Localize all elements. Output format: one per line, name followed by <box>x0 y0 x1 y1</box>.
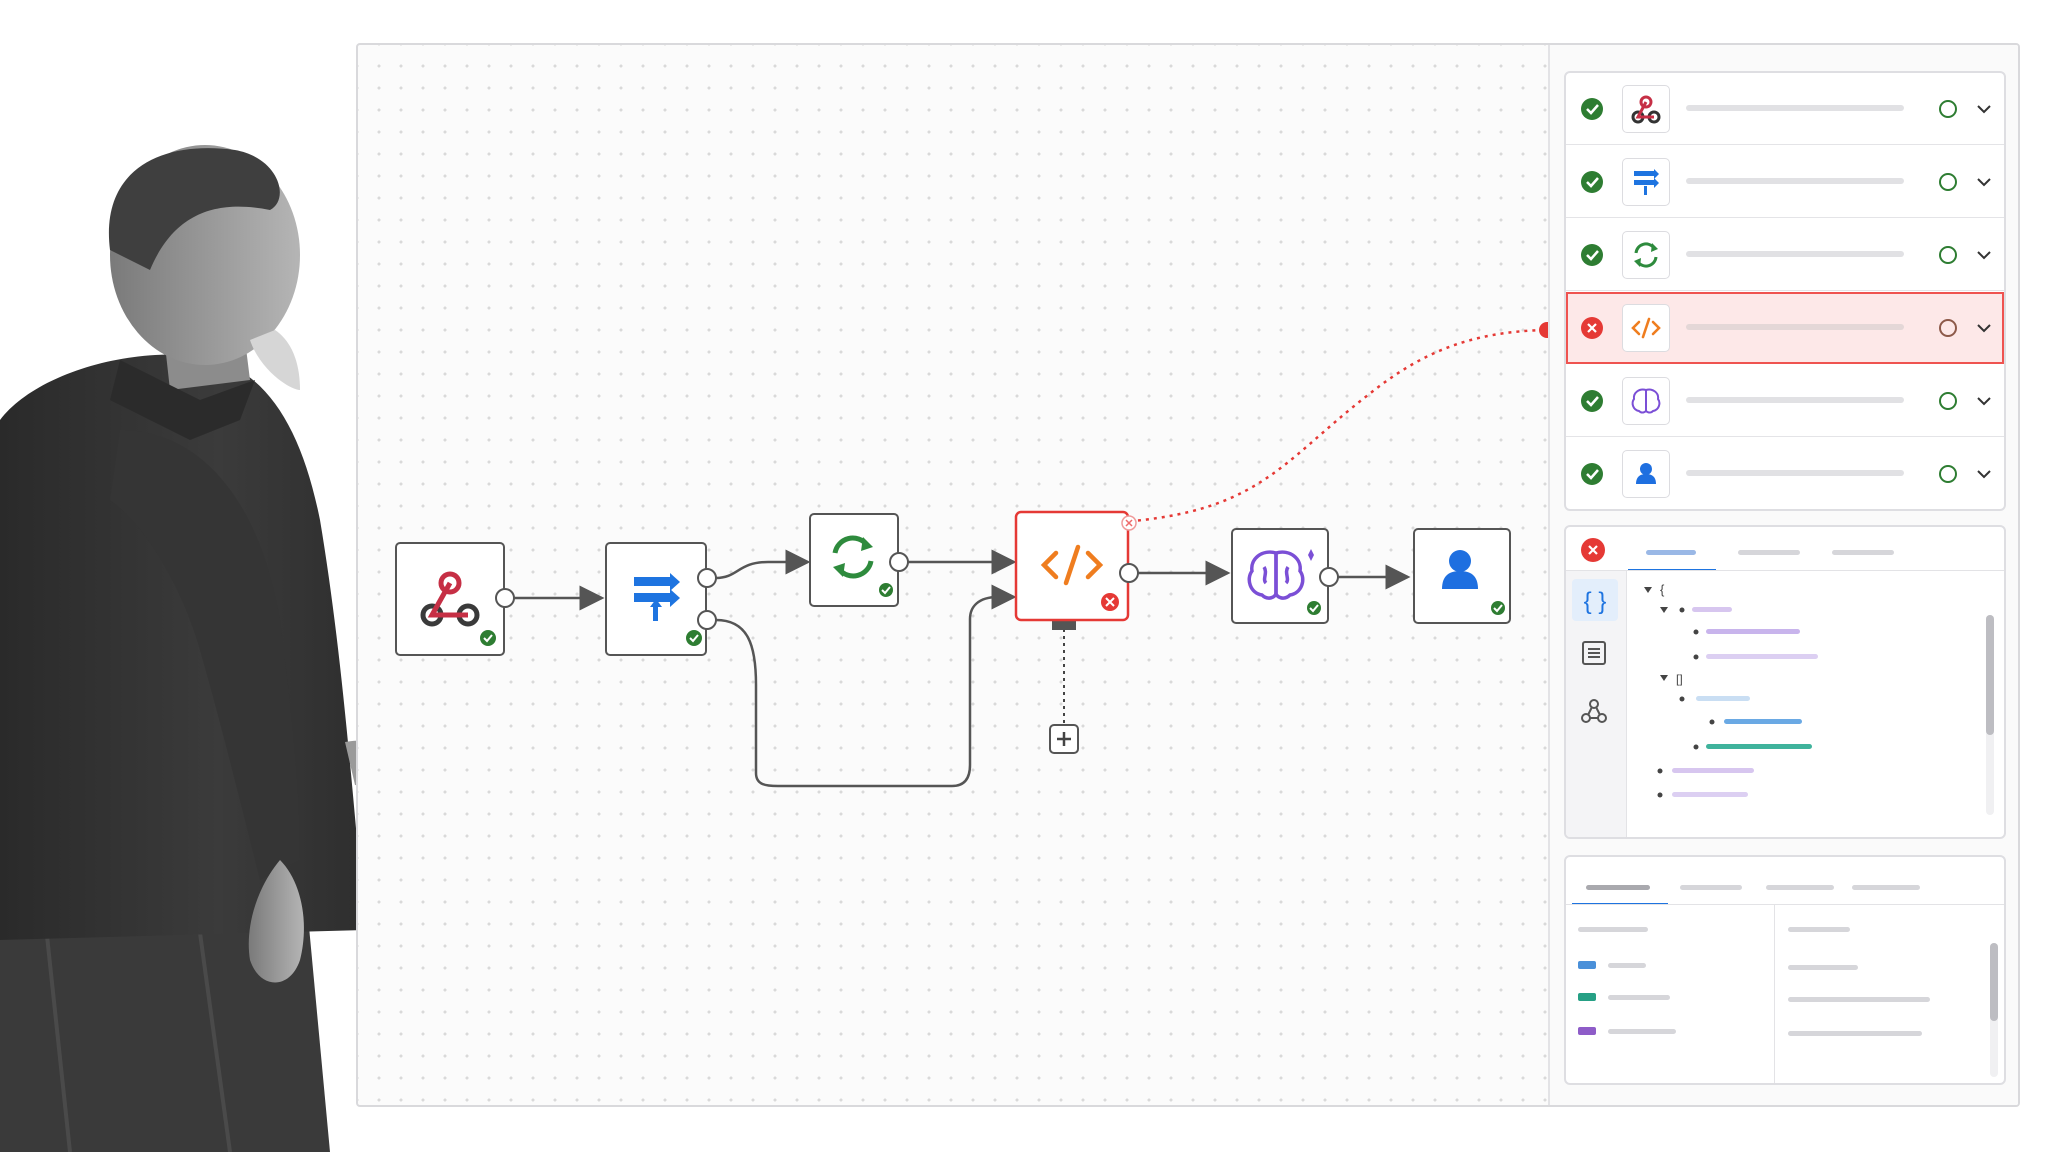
graph-view-button[interactable] <box>1580 697 1608 730</box>
error-link <box>1105 328 1549 525</box>
svg-text:{: { <box>1660 582 1665 597</box>
edge-filter-loop <box>715 549 811 580</box>
node-ai[interactable] <box>1231 528 1339 624</box>
view-switcher: { { } <box>1566 571 1627 837</box>
tab-history[interactable] <box>1848 871 1924 903</box>
output-port <box>495 588 515 608</box>
filter-route-icon <box>634 573 680 621</box>
filter-route-icon <box>1622 158 1670 206</box>
webhook-icon <box>420 571 480 627</box>
json-tree: { [] <box>1644 582 1994 815</box>
execution-row-filter[interactable] <box>1566 146 2004 218</box>
workflow-graph <box>395 322 1555 788</box>
code-output-port <box>1052 621 1076 630</box>
app-window: { { } { <box>356 43 2020 1107</box>
connections <box>506 549 1411 788</box>
tab-metrics[interactable] <box>1762 871 1834 903</box>
node-code[interactable] <box>1014 510 1139 622</box>
svg-text:[]: [] <box>1676 672 1683 686</box>
scrollbar-track[interactable] <box>1990 943 1998 1077</box>
scrollbar-thumb[interactable] <box>1990 943 1998 1021</box>
error-link-dot <box>1539 322 1555 338</box>
user-icon <box>1622 450 1670 498</box>
graph-icon <box>1581 699 1607 723</box>
side-panel: { { } { <box>1548 45 2018 1105</box>
code-icon <box>1040 544 1104 586</box>
ai-brain-icon <box>1247 549 1314 600</box>
tab-settings[interactable] <box>1828 547 1898 569</box>
tab-output[interactable] <box>1628 547 1716 571</box>
execution-row-code[interactable] <box>1566 292 2004 364</box>
person-photo <box>0 145 525 1152</box>
output-port-true <box>697 568 717 588</box>
node-user[interactable] <box>1413 528 1511 624</box>
execution-row-user[interactable] <box>1566 438 2004 509</box>
webhook-icon <box>1622 85 1670 133</box>
execution-list <box>1564 71 2006 511</box>
status-success-icon <box>480 630 496 646</box>
chevron-down-icon <box>1977 105 1991 114</box>
tab-logs[interactable] <box>1676 871 1746 903</box>
tab-input[interactable] <box>1734 547 1804 569</box>
pending-circle-icon <box>1939 100 1957 118</box>
workflow-canvas[interactable] <box>358 45 1555 1105</box>
edge-filter-code <box>715 584 1017 788</box>
code-icon <box>1622 304 1670 352</box>
node-inspector: { { } { <box>1564 525 2006 839</box>
add-node-button[interactable] <box>1049 724 1079 754</box>
execution-row-ai[interactable] <box>1566 365 2004 437</box>
output-panel <box>1564 855 2006 1085</box>
execution-row-webhook[interactable] <box>1566 73 2004 145</box>
ai-brain-icon <box>1622 377 1670 425</box>
json-view-button[interactable]: { { } <box>1572 579 1618 621</box>
list-view-button[interactable] <box>1580 639 1608 672</box>
scrollbar-thumb <box>1986 615 1994 735</box>
node-filter[interactable] <box>605 542 717 656</box>
node-webhook[interactable] <box>395 542 515 656</box>
list-icon <box>1582 641 1606 665</box>
svg-text:{ }: { } <box>1584 588 1607 615</box>
node-loop[interactable] <box>809 513 909 607</box>
loop-sync-icon <box>1622 231 1670 279</box>
user-icon <box>1442 550 1478 589</box>
tab-summary[interactable] <box>1572 871 1668 905</box>
status-success-icon <box>1581 98 1603 120</box>
output-port-false <box>697 610 717 630</box>
execution-row-loop[interactable] <box>1566 219 2004 291</box>
